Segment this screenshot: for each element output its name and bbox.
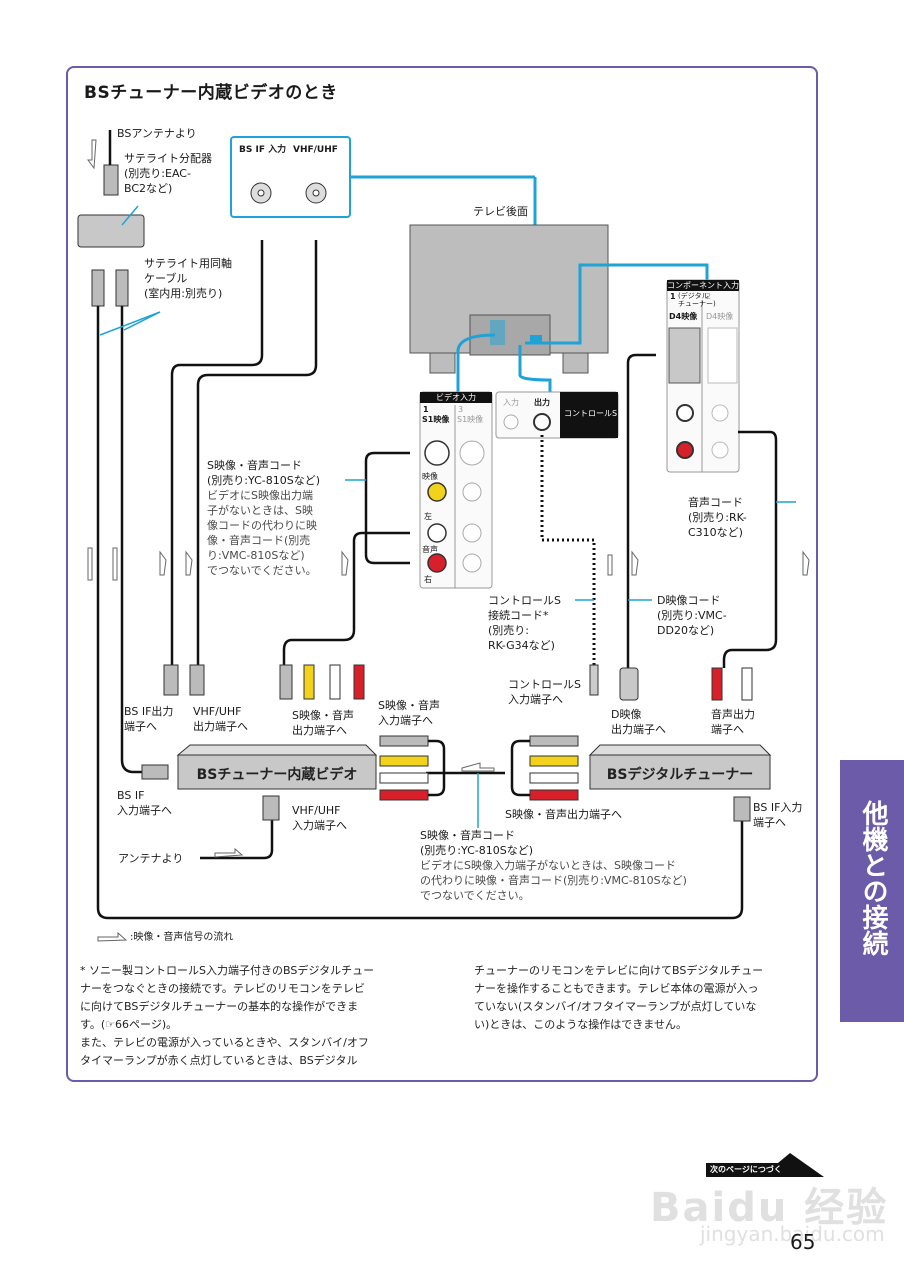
section-side-tab: 他機との接続 — [840, 760, 904, 1022]
label-bs-if-out: BS IF出力 端子へ — [124, 705, 174, 733]
page-number: 65 — [790, 1230, 816, 1254]
legend-text: :映像・音声信号の流れ — [130, 932, 234, 943]
watermark-url: jingyan.baidu.com — [700, 1222, 885, 1246]
label-control-s-cord: コントロールS 接続コード* (別売り: RK-G34など) — [488, 594, 561, 652]
label-s-av-in: S映像・音声 入力端子へ — [378, 699, 440, 727]
label-bs-if-in-tuner: BS IF入力 端子へ — [753, 801, 803, 829]
label-s-av-cord-note: ビデオにS映像出力端 子がないときは、S映 像コードの代わりに映 像・音声コード… — [207, 489, 317, 577]
label-s-av-cord-title: S映像・音声コード — [207, 459, 302, 472]
audio-right-jack — [427, 553, 447, 573]
label-bs-if-in: BS IF 入力端子へ — [117, 789, 172, 817]
watermark: Baidu 经验 — [650, 1185, 889, 1231]
bs-if-jack — [250, 182, 272, 204]
label-s-av-cord2-note: ビデオにS映像入力端子がないときは、S映像コード の代わりに映像・音声コード(別… — [420, 859, 687, 902]
label-d4-video: D4映像 — [669, 312, 698, 321]
s-av-plug-set-vcr — [279, 664, 365, 700]
label-tv-rear: テレビ後面 — [473, 205, 528, 218]
label-comp-2: 2 — [706, 292, 712, 301]
label-s-av-out: S映像・音声 出力端子へ — [292, 709, 354, 737]
tv-rear-illustration — [409, 224, 609, 374]
s-video-jack — [424, 440, 450, 466]
label-s1-video: S1映像 — [422, 415, 450, 424]
label-s-av-cord2-title: S映像・音声コード — [420, 829, 515, 842]
bs-digital-tuner-device — [588, 744, 772, 790]
label-s1-video-3: S1映像 — [457, 415, 484, 424]
label-digital-tuner: (デジタル チューナー) — [678, 292, 716, 308]
next-page-label: 次のページにつづく — [710, 1165, 782, 1174]
label-ctrl-out: 出力 — [534, 398, 550, 407]
label-audio-out: 音声出力 端子へ — [711, 708, 755, 736]
audio-left-jack — [427, 523, 447, 543]
label-s-av-cord2-model: (別売り:YC-810Sなど) — [420, 844, 534, 857]
label-right: 右 — [424, 575, 432, 584]
label-video: 映像 — [422, 472, 438, 481]
plug-set-tuner-output — [529, 735, 579, 801]
component-input-header: コンポーネント入力 — [667, 280, 739, 291]
legend-arrow-icon — [97, 931, 128, 942]
label-vhf-uhf-out: VHF/UHF 出力端子へ — [193, 705, 248, 733]
vhf-uhf-jack — [305, 182, 327, 204]
label-from-antenna: アンテナより — [118, 852, 184, 865]
video-jack-yellow — [427, 482, 447, 502]
control-s-out-jack — [533, 413, 551, 431]
label-sat-cable: サテライト用同軸 ケーブル (室内用:別売り) — [144, 257, 232, 300]
label-bs-antenna: BSアンテナより — [117, 127, 197, 140]
label-left: 左 — [424, 512, 432, 521]
bs-tuner-vcr-device — [176, 744, 378, 790]
label-s-av-out-tuner: S映像・音声出力端子へ — [505, 808, 622, 821]
bs-digital-tuner-label: BSデジタルチューナー — [606, 767, 754, 783]
next-page-indicator: 次のページにつづく — [706, 1163, 824, 1177]
label-d4-video-2: D4映像 — [706, 312, 734, 321]
label-s-av-cord-model: (別売り:YC-810Sなど) — [207, 474, 321, 487]
label-d-video-out: D映像 出力端子へ — [611, 708, 666, 736]
video-input-header: ビデオ入力 — [420, 392, 492, 403]
label-tv-bsif: BS IF 入力 — [239, 145, 287, 155]
label-control-s-in: コントロールS 入力端子へ — [508, 678, 581, 706]
page-title: BSチューナー内蔵ビデオのとき — [84, 83, 338, 103]
footnote-left: * ソニー製コントロールS入力端子付きのBSデジタルチュー ナーをつなぐときの接… — [80, 964, 375, 1067]
label-splitter: サテライト分配器 (別売り:EAC- BC2など) — [124, 152, 212, 195]
bs-tuner-vcr-label: BSチューナー内蔵ビデオ — [196, 767, 358, 783]
label-video-in-1: 1 — [423, 405, 429, 414]
side-tab-label: 他機との接続 — [858, 800, 888, 956]
label-audio-cord: 音声コード (別売り:RK- C310など) — [688, 496, 747, 539]
label-tv-vhf: VHF/UHF — [293, 145, 338, 155]
label-audio: 音声 — [422, 545, 438, 554]
plug-set-vcr-input — [379, 735, 429, 801]
label-video-in-3: 3 — [458, 405, 464, 414]
label-vhf-uhf-in: VHF/UHF 入力端子へ — [292, 804, 347, 832]
label-d-video-cord: D映像コード (別売り:VMC- DD20など) — [657, 594, 727, 637]
footnote-right: チューナーのリモコンをテレビに向けてBSデジタルチュー ナーを操作することもでき… — [474, 964, 764, 1031]
label-ctrl-in: 入力 — [503, 398, 519, 407]
label-control-s-panel: コントロールS — [564, 409, 618, 418]
label-comp-1: 1 — [670, 292, 676, 301]
